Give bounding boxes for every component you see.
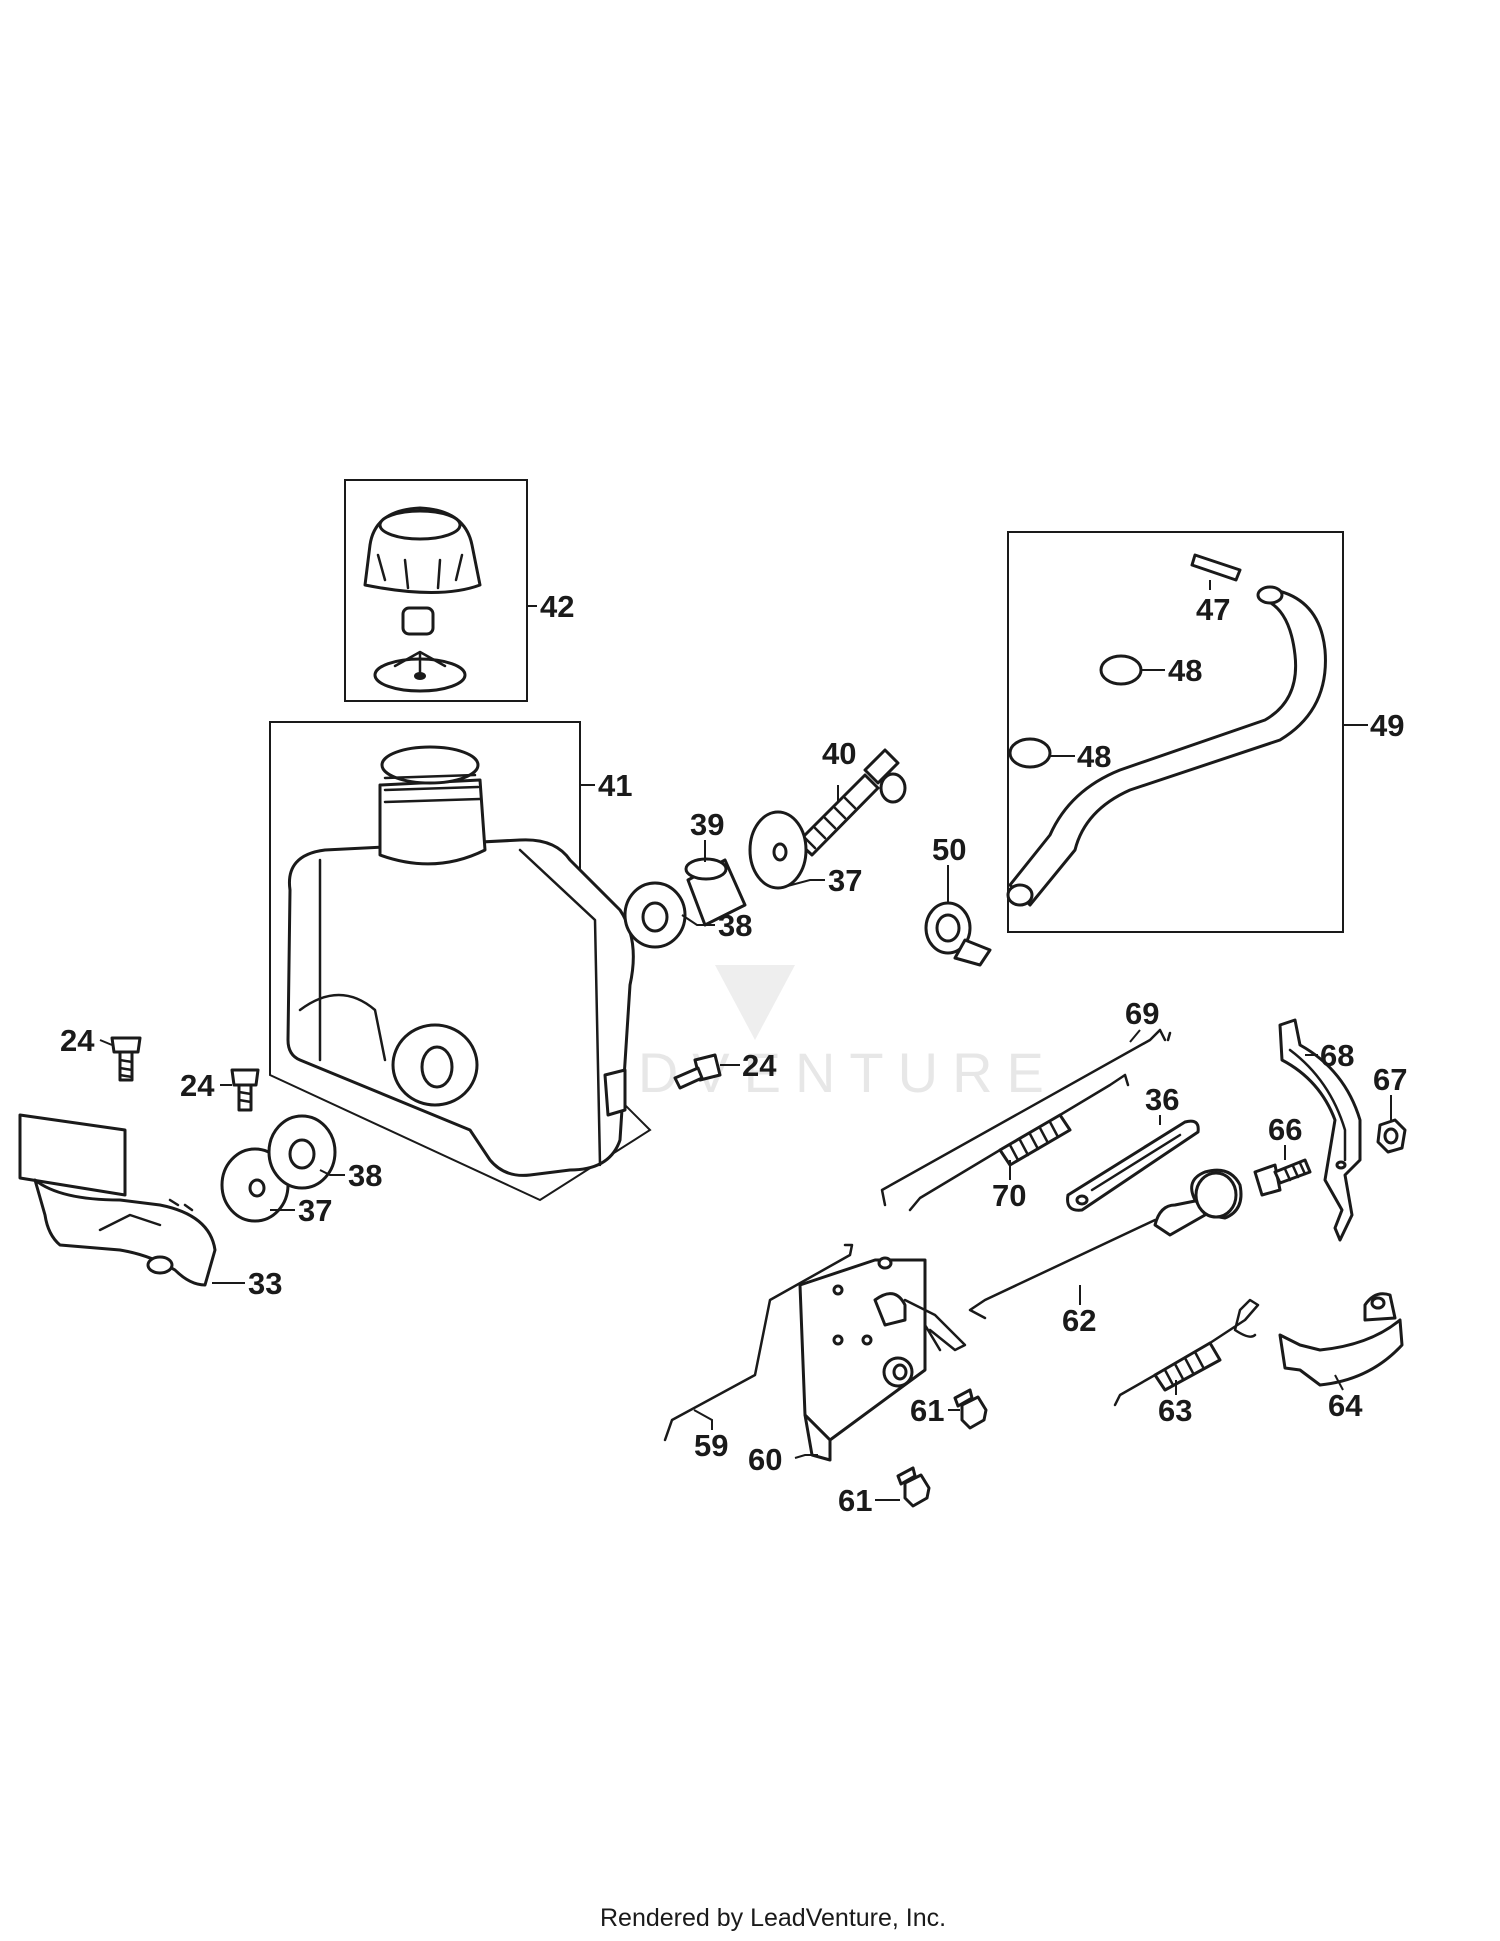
callout-24-right[interactable]: 24: [742, 1048, 777, 1083]
screw-middle[interactable]: [230, 1068, 260, 1112]
line-clamp[interactable]: [924, 901, 992, 967]
callout-68[interactable]: 68: [1320, 1038, 1354, 1073]
callout-60[interactable]: 60: [748, 1442, 782, 1477]
control-lever[interactable]: [1278, 1018, 1362, 1242]
linkage-rod[interactable]: [880, 1028, 1172, 1207]
bolt-61-upper[interactable]: [953, 1388, 988, 1430]
carriage-bolt[interactable]: [1253, 1158, 1312, 1197]
footer-credit: Rendered by LeadVenture, Inc.: [600, 1904, 946, 1932]
callout-66[interactable]: 66: [1268, 1112, 1302, 1147]
callout-36[interactable]: 36: [1145, 1082, 1179, 1117]
wire-link[interactable]: [663, 1243, 854, 1442]
callout-38-upper[interactable]: 38: [718, 908, 752, 943]
hex-nut[interactable]: [1376, 1118, 1407, 1154]
callout-61-upper[interactable]: 61: [910, 1393, 944, 1428]
heat-shield[interactable]: [18, 1113, 217, 1287]
callout-37-upper[interactable]: 37: [828, 863, 862, 898]
callout-48-upper[interactable]: 48: [1168, 653, 1202, 688]
callout-labels: 42 41 47 48 48 49 40 39 37 38 50 24 24 2…: [60, 589, 1407, 1518]
callout-63[interactable]: 63: [1158, 1393, 1192, 1428]
callout-39[interactable]: 39: [690, 807, 724, 842]
washer-lower-rubber[interactable]: [267, 1114, 337, 1190]
washer-rubber-upper[interactable]: [623, 881, 687, 949]
callout-38-lower[interactable]: 38: [348, 1158, 382, 1193]
fuel-cap-box: [344, 479, 528, 702]
callout-49[interactable]: 49: [1370, 708, 1404, 743]
callout-70[interactable]: 70: [992, 1178, 1026, 1213]
callout-67[interactable]: 67: [1373, 1062, 1407, 1097]
leader-lines: [99, 580, 1392, 1501]
fuel-tank[interactable]: [269, 721, 652, 1202]
callout-41[interactable]: 41: [598, 768, 632, 803]
control-bracket[interactable]: [798, 1256, 967, 1462]
screw-left[interactable]: [110, 1036, 142, 1082]
callout-24-left[interactable]: 24: [60, 1023, 95, 1058]
callout-33[interactable]: 33: [248, 1266, 282, 1301]
governor-spring[interactable]: [908, 1073, 1130, 1212]
washer-upper[interactable]: [748, 810, 808, 890]
slotted-link[interactable]: [1066, 1119, 1200, 1212]
choke-cable[interactable]: [968, 1168, 1243, 1320]
fuel-cap-assembly[interactable]: [344, 479, 528, 702]
callout-24-middle[interactable]: 24: [180, 1068, 215, 1103]
fuel-line-box: [1007, 531, 1344, 933]
callout-61-lower[interactable]: 61: [838, 1483, 872, 1518]
callout-47[interactable]: 47: [1196, 592, 1230, 627]
fuel-tank-box: [269, 721, 652, 1202]
callout-62[interactable]: 62: [1062, 1303, 1096, 1338]
callout-42[interactable]: 42: [540, 589, 574, 624]
callout-59[interactable]: 59: [694, 1428, 728, 1463]
screw-right[interactable]: [673, 1053, 722, 1090]
bolt-61-lower[interactable]: [896, 1466, 931, 1508]
return-spring[interactable]: [1113, 1298, 1260, 1407]
callout-40[interactable]: 40: [822, 736, 856, 771]
fuel-line-assembly[interactable]: [1006, 531, 1344, 933]
curved-plate[interactable]: [1278, 1292, 1404, 1387]
callout-69[interactable]: 69: [1125, 996, 1159, 1031]
callout-50[interactable]: 50: [932, 832, 966, 867]
callout-37-lower[interactable]: 37: [298, 1193, 332, 1228]
mounting-bolt[interactable]: [796, 748, 907, 857]
callout-48-lower[interactable]: 48: [1077, 739, 1111, 774]
callout-64[interactable]: 64: [1328, 1388, 1363, 1423]
